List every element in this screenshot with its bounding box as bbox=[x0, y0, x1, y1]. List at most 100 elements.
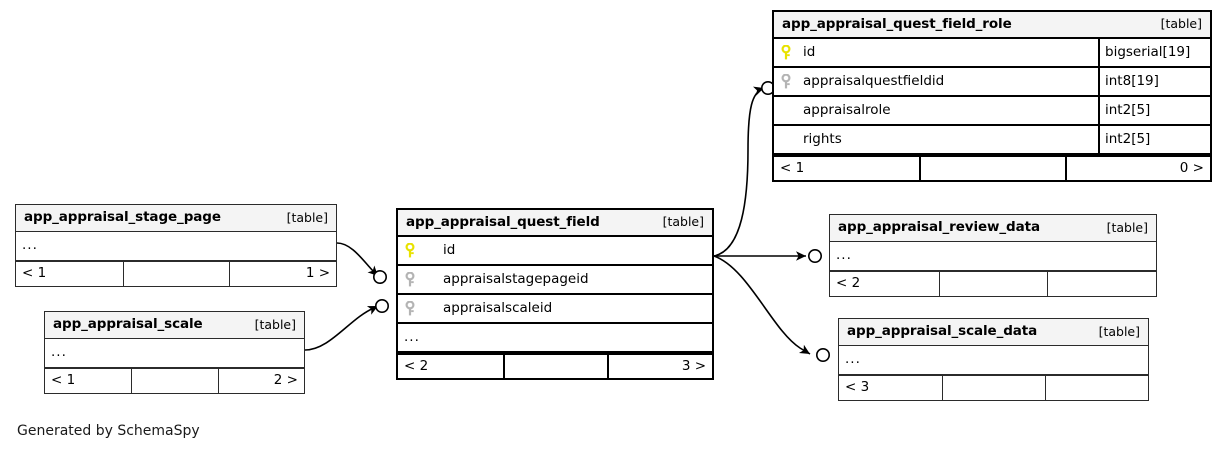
more-columns-indicator: ... bbox=[22, 237, 38, 254]
table-title: app_appraisal_scale_data bbox=[847, 323, 1038, 340]
table-type-tag: [table] bbox=[254, 316, 296, 332]
table-header: app_appraisal_scale [table] bbox=[45, 312, 304, 339]
edge-marker-circle bbox=[807, 249, 822, 264]
table-app-appraisal-scale-data[interactable]: app_appraisal_scale_data [table] ... < 3 bbox=[838, 318, 1149, 401]
column-name: appraisalscaleid bbox=[443, 300, 553, 316]
parent-relationship-count: < 2 bbox=[404, 357, 429, 374]
child-relationship-count: 1 > bbox=[229, 262, 336, 286]
table-app-appraisal-review-data[interactable]: app_appraisal_review_data [table] ... < … bbox=[829, 214, 1157, 297]
primary-key-icon bbox=[781, 44, 795, 61]
table-row-ellipsis: ... bbox=[830, 242, 1156, 271]
table-type-tag: [table] bbox=[1160, 16, 1202, 32]
edge-marker-circle bbox=[815, 347, 830, 362]
table-row[interactable]: rights int2[5] bbox=[774, 126, 1210, 155]
table-relationship-footer: < 1 2 > bbox=[45, 368, 304, 393]
table-title: app_appraisal_quest_field_role bbox=[782, 15, 1012, 32]
table-relationship-footer: < 1 0 > bbox=[774, 155, 1210, 180]
column-cell: appraisalscaleid bbox=[398, 300, 712, 317]
column-cell: appraisalquestfieldid bbox=[774, 73, 1098, 90]
generated-by-label: Generated by SchemaSpy bbox=[17, 423, 200, 439]
table-type-tag: [table] bbox=[1098, 323, 1140, 339]
table-row-ellipsis: ... bbox=[45, 339, 304, 368]
parent-relationship-count: < 1 bbox=[22, 265, 47, 282]
column-name: appraisalrole bbox=[803, 102, 891, 118]
table-row[interactable]: id bbox=[398, 237, 712, 266]
table-app-appraisal-quest-field-role[interactable]: app_appraisal_quest_field_role [table] i… bbox=[772, 10, 1212, 182]
column-type: bigserial[19] bbox=[1105, 43, 1191, 60]
table-row[interactable]: appraisalscaleid bbox=[398, 295, 712, 324]
more-columns-indicator: ... bbox=[404, 328, 420, 345]
column-name: appraisalquestfieldid bbox=[803, 73, 945, 89]
column-cell: id bbox=[774, 44, 1098, 61]
table-header: app_appraisal_scale_data [table] bbox=[839, 319, 1148, 346]
child-relationship-count bbox=[1047, 272, 1156, 296]
table-row-ellipsis: ... bbox=[16, 232, 336, 261]
footer-middle-cell bbox=[942, 376, 1045, 400]
table-header: app_appraisal_review_data [table] bbox=[830, 215, 1156, 242]
foreign-key-icon bbox=[781, 73, 795, 90]
table-row[interactable]: id bigserial[19] bbox=[774, 39, 1210, 68]
column-cell: appraisalrole bbox=[774, 103, 1098, 119]
table-relationship-footer: < 1 1 > bbox=[16, 261, 336, 286]
table-row-ellipsis: ... bbox=[839, 346, 1148, 375]
column-type-cell: int8[19] bbox=[1098, 68, 1210, 95]
table-app-appraisal-quest-field[interactable]: app_appraisal_quest_field [table] id bbox=[396, 208, 714, 380]
table-title: app_appraisal_quest_field bbox=[406, 213, 600, 230]
parent-relationship-count: < 3 bbox=[845, 379, 870, 396]
table-row[interactable]: appraisalstagepageid bbox=[398, 266, 712, 295]
edge-quest-field-to-role bbox=[713, 86, 765, 257]
table-title: app_appraisal_review_data bbox=[838, 219, 1040, 236]
table-header: app_appraisal_quest_field [table] bbox=[398, 210, 712, 237]
table-header: app_appraisal_stage_page [table] bbox=[16, 205, 336, 232]
child-relationship-count: 2 > bbox=[217, 369, 304, 393]
table-app-appraisal-stage-page[interactable]: app_appraisal_stage_page [table] ... < 1… bbox=[15, 204, 337, 287]
table-title: app_appraisal_stage_page bbox=[24, 209, 221, 226]
column-name: appraisalstagepageid bbox=[443, 271, 589, 287]
table-relationship-footer: < 2 bbox=[830, 271, 1156, 296]
table-relationship-footer: < 2 3 > bbox=[398, 353, 712, 378]
table-row[interactable]: appraisalrole int2[5] bbox=[774, 97, 1210, 126]
table-title: app_appraisal_scale bbox=[53, 316, 203, 333]
column-type-cell: int2[5] bbox=[1098, 126, 1210, 153]
edge-quest-field-to-scale-data bbox=[713, 255, 811, 355]
column-type: int2[5] bbox=[1105, 130, 1151, 147]
edge-scale-to-quest-field bbox=[304, 305, 379, 351]
table-header: app_appraisal_quest_field_role [table] bbox=[774, 12, 1210, 39]
table-type-tag: [table] bbox=[662, 214, 704, 230]
column-name: id bbox=[443, 242, 456, 258]
table-type-tag: [table] bbox=[286, 209, 328, 225]
table-app-appraisal-scale[interactable]: app_appraisal_scale [table] ... < 1 2 > bbox=[44, 311, 305, 394]
column-type: int8[19] bbox=[1105, 72, 1159, 89]
edge-marker-circle bbox=[372, 269, 387, 284]
parent-relationship-count: < 1 bbox=[780, 159, 805, 176]
edge-marker-circle bbox=[374, 298, 389, 313]
child-relationship-count bbox=[1045, 376, 1148, 400]
table-row-ellipsis: ... bbox=[398, 324, 712, 353]
column-name: id bbox=[803, 44, 816, 60]
foreign-key-icon bbox=[405, 271, 419, 288]
footer-middle-cell bbox=[919, 157, 1064, 180]
footer-middle-cell bbox=[131, 369, 217, 393]
column-type-cell: int2[5] bbox=[1098, 97, 1210, 124]
edge-stage-page-to-quest-field bbox=[336, 242, 379, 277]
more-columns-indicator: ... bbox=[836, 247, 852, 264]
table-type-tag: [table] bbox=[1106, 219, 1148, 235]
column-type: int2[5] bbox=[1105, 101, 1151, 118]
column-type-cell: bigserial[19] bbox=[1098, 39, 1210, 66]
table-row[interactable]: appraisalquestfieldid int8[19] bbox=[774, 68, 1210, 97]
child-relationship-count: 3 > bbox=[607, 355, 712, 378]
parent-relationship-count: < 1 bbox=[51, 372, 76, 389]
column-cell: appraisalstagepageid bbox=[398, 271, 712, 288]
footer-middle-cell bbox=[122, 262, 230, 286]
footer-middle-cell bbox=[502, 355, 608, 378]
more-columns-indicator: ... bbox=[845, 351, 861, 368]
table-relationship-footer: < 3 bbox=[839, 375, 1148, 400]
primary-key-icon bbox=[405, 242, 419, 259]
column-cell: rights bbox=[774, 132, 1098, 148]
foreign-key-icon bbox=[405, 300, 419, 317]
footer-middle-cell bbox=[938, 272, 1048, 296]
parent-relationship-count: < 2 bbox=[836, 275, 861, 292]
column-cell: id bbox=[398, 242, 712, 259]
more-columns-indicator: ... bbox=[51, 344, 67, 361]
